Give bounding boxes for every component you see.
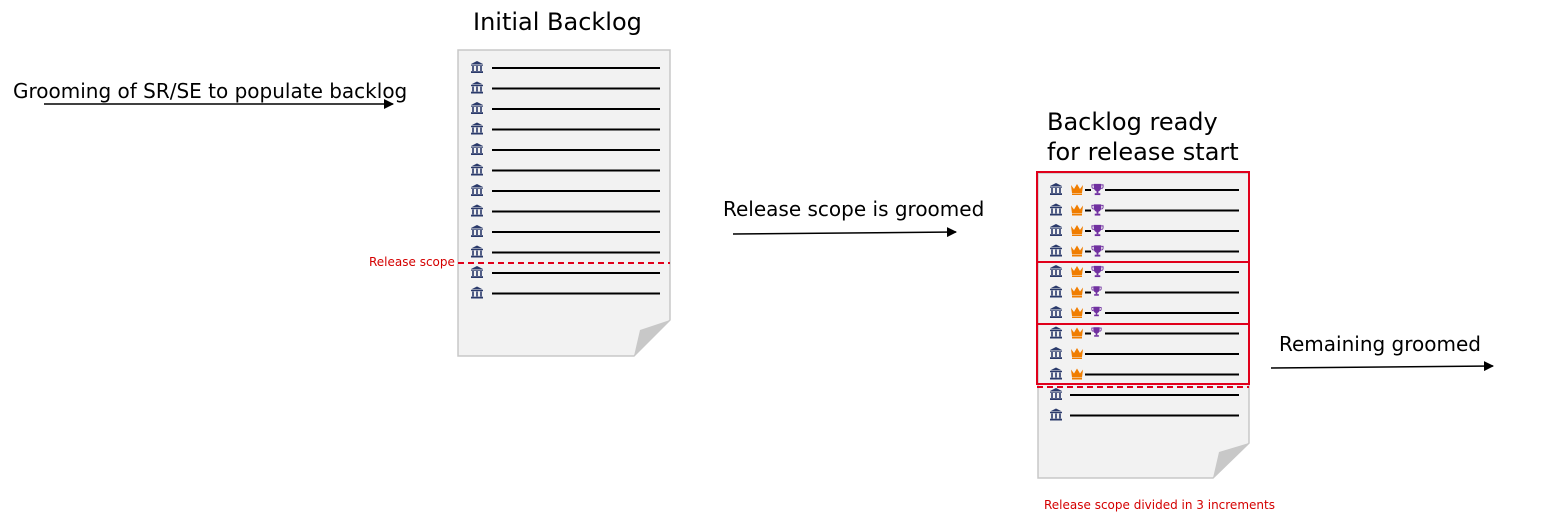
release-scope-annotation: Release scope — [369, 255, 455, 269]
initial-backlog-document — [457, 49, 671, 357]
ready-backlog-title-line1: Backlog ready — [1047, 108, 1218, 136]
increment-3-box — [1036, 323, 1250, 385]
initial-backlog-title: Initial Backlog — [473, 8, 642, 36]
ready-backlog-title-line2: for release start — [1047, 138, 1239, 166]
remaining-groomed-arrow — [1270, 361, 1494, 372]
remaining-groomed-label: Remaining groomed — [1279, 332, 1481, 356]
grooming-arrow-label: Grooming of SR/SE to populate backlog — [13, 79, 408, 103]
increments-annotation: Release scope divided in 3 increments — [1044, 498, 1275, 512]
release-scope-groomed-arrow — [732, 227, 957, 238]
ready-backlog-document — [1036, 171, 1250, 479]
release-scope-groomed-label: Release scope is groomed — [723, 197, 985, 221]
